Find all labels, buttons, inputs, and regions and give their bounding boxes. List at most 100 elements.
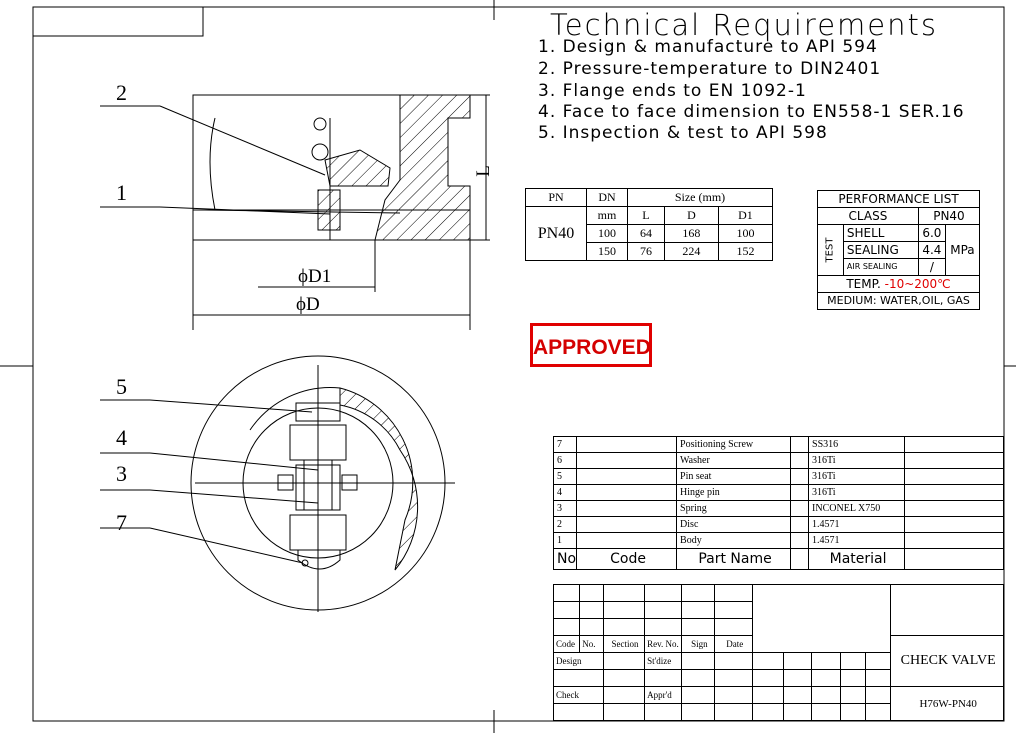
bom-no: 5	[552, 468, 578, 485]
bom-header-name: Part Name	[676, 548, 792, 570]
size-header-dn: DN	[586, 188, 628, 207]
part-label-3: 3	[116, 461, 127, 486]
size-header-pn: PN	[525, 188, 587, 207]
bom-material: 316Ti	[808, 484, 906, 501]
tb-apprd: Appr'd	[644, 686, 683, 704]
tb-stdize: St'dize	[644, 652, 683, 670]
tb-no: No.	[579, 635, 604, 653]
dimension-d1: ϕD1	[298, 266, 332, 287]
size-row: 150 76 224 152	[526, 242, 774, 261]
bom-name: Washer	[676, 452, 792, 469]
bom-material: 1.4571	[808, 516, 906, 533]
product-name: CHECK VALVE	[890, 635, 1004, 687]
bom-notes	[904, 436, 1004, 453]
size-cell: 152	[717, 242, 774, 261]
requirement-item: 3. Flange ends to EN 1092-1	[538, 81, 807, 101]
size-cell: 100	[717, 224, 774, 243]
tb-design: Design	[553, 652, 604, 670]
bom-name: Disc	[676, 516, 792, 533]
bom-material: 316Ti	[808, 452, 906, 469]
bom-header-no: No	[552, 548, 578, 570]
section-view	[100, 94, 490, 330]
test-label: TEST	[824, 237, 836, 263]
part-label-1: 1	[116, 180, 127, 205]
bom-name: Pin seat	[676, 468, 792, 485]
drawing-border	[32, 6, 1005, 722]
bom-spacer	[790, 436, 810, 453]
table-row: 7 Positioning Screw SS316	[552, 436, 1004, 453]
temp-value: -10~200℃	[884, 277, 951, 291]
performance-table: PERFORMANCE LIST CLASS PN40 TEST SHELL 6…	[817, 190, 981, 310]
table-row: 5 Pin seat 316Ti	[552, 468, 1004, 485]
tb-check: Check	[553, 686, 604, 704]
air-sealing-label: AIR SEALING	[842, 258, 919, 276]
corner-box	[33, 7, 204, 37]
temp-label: TEMP.	[846, 277, 881, 291]
bom-no: 2	[552, 516, 578, 533]
requirement-item: 2. Pressure-temperature to DIN2401	[538, 59, 882, 79]
bom-no: 6	[552, 452, 578, 469]
model-number: H76W-PN40	[890, 686, 1004, 721]
medium-text: MEDIUM: WATER,OIL, GAS	[817, 292, 980, 310]
body-hatch	[374, 94, 471, 241]
performance-title: PERFORMANCE LIST	[817, 190, 980, 208]
size-unit: mm	[586, 206, 628, 225]
requirements-title: Technical Requirements	[550, 8, 938, 42]
bom-no: 1	[552, 532, 578, 549]
bom-material: 316Ti	[808, 468, 906, 485]
disc-hatch	[324, 149, 391, 187]
size-cell: 224	[663, 242, 719, 261]
table-row: 2 Disc 1.4571	[552, 516, 1004, 533]
sealing-label: SEALING	[842, 241, 919, 259]
requirement-item: 5. Inspection & test to API 598	[538, 123, 828, 143]
size-header-l: L	[627, 206, 665, 225]
bom-name: Body	[676, 532, 792, 549]
ring-hatch	[339, 387, 419, 571]
part-label-2: 2	[116, 80, 127, 105]
requirement-item: 1. Design & manufacture to API 594	[538, 37, 878, 57]
hinge-hatch	[317, 189, 341, 231]
title-block: Code No. Section Rev. No. Sign Date CHEC…	[552, 584, 1004, 721]
bom-material: INCONEL X750	[808, 500, 906, 517]
part-label-7: 7	[116, 510, 127, 535]
tb-date: Date	[714, 635, 754, 653]
bom-no: 7	[552, 436, 578, 453]
size-cell: 76	[627, 242, 665, 261]
tb-rev: Rev. No.	[644, 635, 683, 653]
dimension-l: L	[472, 165, 494, 177]
bom-no: 3	[552, 500, 578, 517]
end-view	[100, 355, 455, 612]
class-label: CLASS	[817, 207, 919, 225]
size-cell: 64	[627, 224, 665, 243]
table-row: 6 Washer 316Ti	[552, 452, 1004, 469]
air-sealing-value: /	[917, 258, 946, 276]
size-cell: 100	[586, 224, 628, 243]
part-label-4: 4	[116, 425, 127, 450]
bom-name: Hinge pin	[676, 484, 792, 501]
size-cell: 168	[663, 224, 719, 243]
bom-code	[576, 436, 678, 453]
tb-sign: Sign	[681, 635, 716, 653]
bom-material: SS316	[808, 436, 906, 453]
bom-header-row: No Code Part Name Material	[552, 548, 1004, 570]
size-cell: 150	[586, 242, 628, 261]
size-row: 100 64 168 100	[526, 224, 774, 243]
shell-label: SHELL	[842, 224, 919, 242]
approved-stamp: APPROVED	[530, 323, 652, 367]
dimension-d: ϕD	[296, 294, 320, 315]
size-pn-value: PN40	[525, 206, 587, 261]
tb-code: Code	[552, 635, 581, 653]
size-header-size: Size (mm)	[627, 188, 773, 207]
size-header-d: D	[663, 206, 719, 225]
size-table: PN DN Size (mm) PN40 mm L D D1 100 64 16…	[525, 188, 774, 261]
bom-name: Positioning Screw	[676, 436, 792, 453]
sealing-value: 4.4	[917, 241, 946, 259]
tb-section: Section	[602, 635, 646, 653]
pressure-unit: MPa	[944, 224, 981, 276]
bom-header-code: Code	[576, 548, 678, 570]
size-header-d1: D1	[717, 206, 774, 225]
shell-value: 6.0	[917, 224, 946, 242]
